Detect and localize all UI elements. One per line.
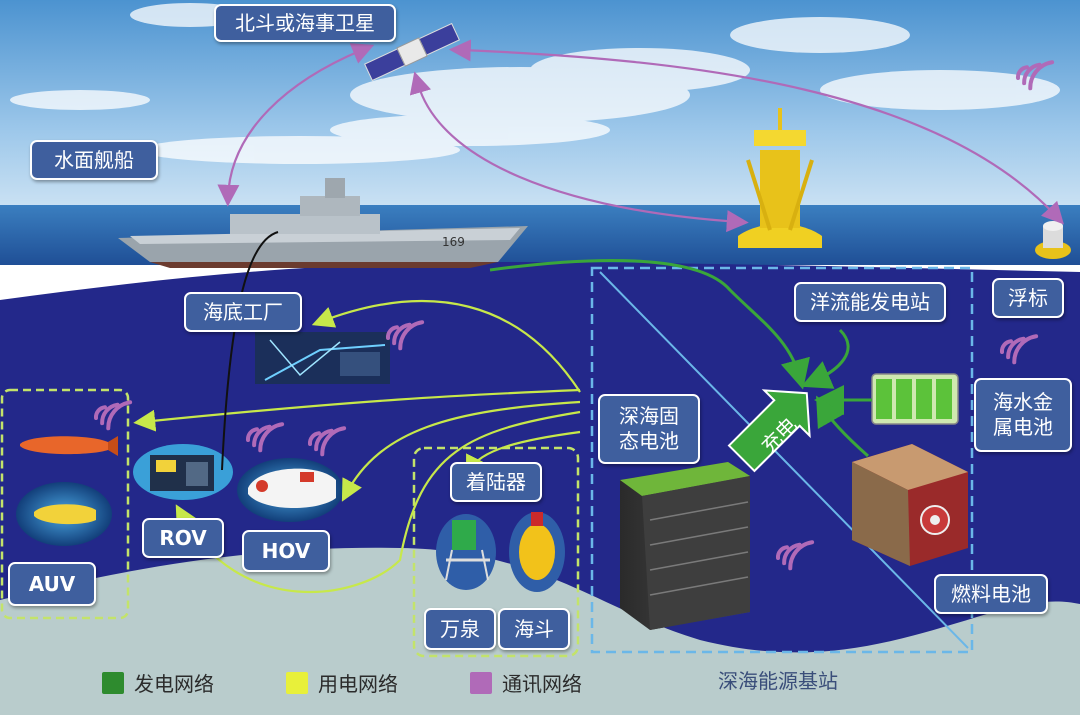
label-wanquan: 万泉 [424,608,496,650]
label-solid-state-battery: 深海固 态电池 [598,394,700,464]
label-haidou: 海斗 [498,608,570,650]
wanquan-lander-icon [436,514,496,590]
label-hov: HOV [242,530,330,572]
legend-label: 通讯网络 [502,672,582,696]
signal-icon-station [776,540,815,571]
auv-underwater-image [16,482,112,546]
signal-icon-factory [386,320,425,351]
legend-swatch-green [102,671,124,694]
power-generation-lines [489,258,872,458]
seabed-factory-image [255,332,390,384]
green-battery-icon [871,373,959,425]
signal-icon-auv [94,400,133,431]
solid-state-battery-icon [620,462,750,630]
energy-station-box [590,266,974,654]
energy-station-caption: 深海能源基站 [718,669,838,693]
label-surface-ship: 水面舰船 [30,140,158,180]
communication-lines [217,39,1064,233]
label-lander: 着陆器 [450,462,542,502]
auv-torpedo-icon [20,436,118,456]
haidou-lander-icon [509,512,565,592]
fuel-cell-icon [852,444,968,566]
legend-power-generation: 发电网络 [102,668,214,697]
label-ocean-current-station: 洋流能发电站 [794,282,946,322]
label-satellite: 北斗或海事卫星 [214,4,396,42]
legend-swatch-purple [470,671,492,694]
lander-group-box [412,446,580,658]
signal-icon-sky [1016,60,1055,91]
hov-image [237,458,343,522]
legend-communication: 通讯网络 [470,668,582,697]
signal-icons [94,60,1055,571]
rov-image [133,444,233,500]
auv-group-box [0,388,130,620]
label-fuel-cell: 燃料电池 [934,574,1048,614]
label-buoy: 浮标 [992,278,1064,318]
signal-icon-hov [308,426,347,457]
signal-icon-buoy [1000,334,1039,365]
consumption-lines [133,299,581,594]
label-seawater-metal-battery: 海水金 属电池 [974,378,1072,452]
charge-arrow [727,389,811,473]
legend-swatch-yellow [286,671,308,694]
satellite-icon [364,22,460,82]
label-seabed-factory: 海底工厂 [184,292,302,332]
rov-tether-cable [221,231,279,471]
label-rov: ROV [142,518,224,558]
buoy-icon [1035,221,1071,259]
label-auv: AUV [8,562,96,606]
station-diagonal [599,271,969,649]
legend-power-consumption: 用电网络 [286,668,398,697]
signal-icon-rov [246,422,285,453]
legend-label: 发电网络 [134,672,214,696]
ship-number: 169 [442,235,465,249]
legend-label: 用电网络 [318,672,398,696]
